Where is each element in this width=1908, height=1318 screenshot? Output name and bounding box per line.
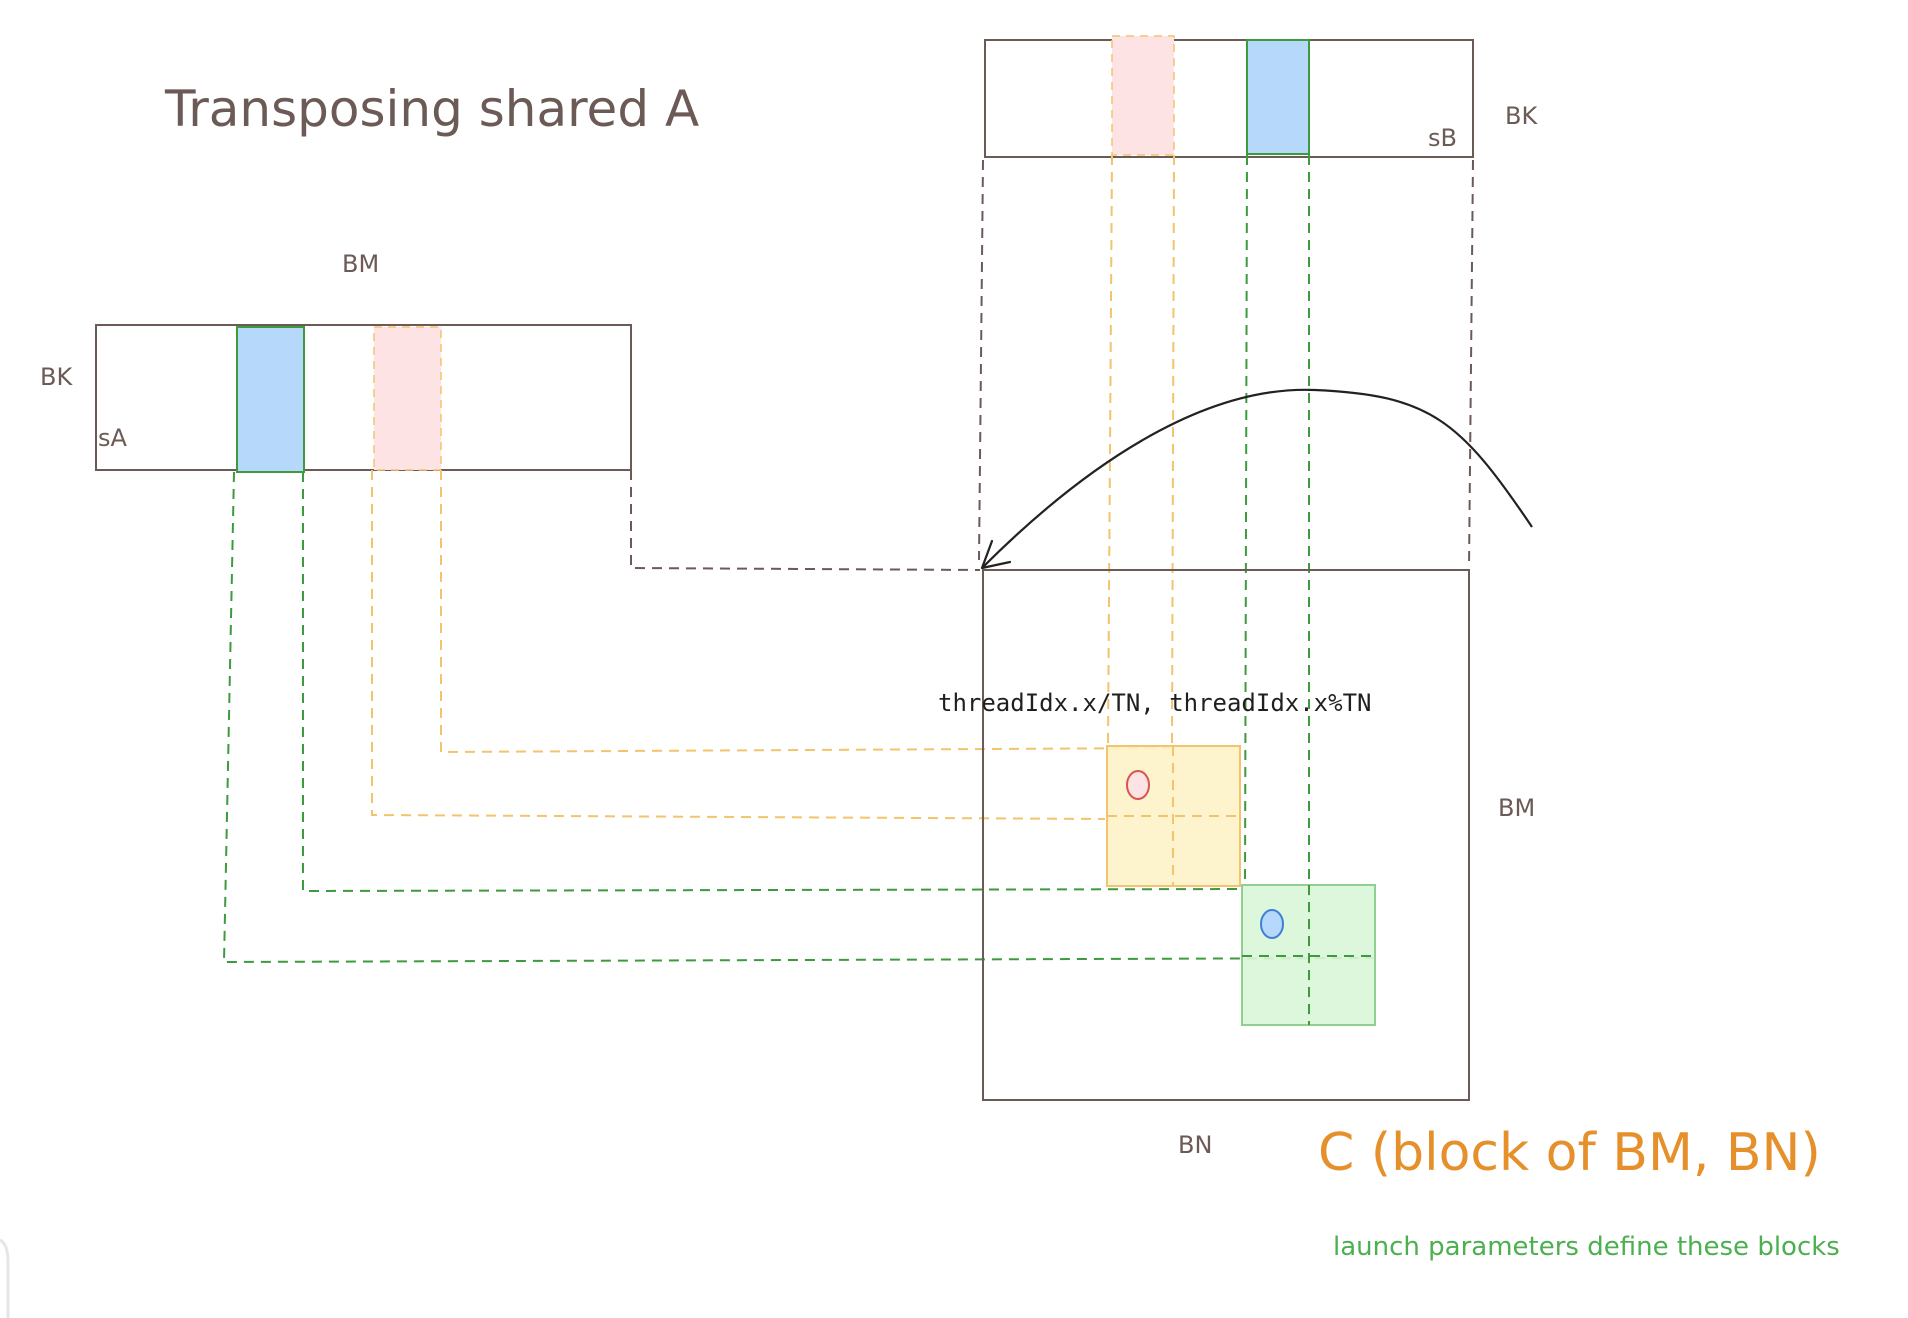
launch-note: launch parameters define these blocks: [1333, 1232, 1840, 1262]
shared-a-outline: [95, 324, 632, 471]
sb-left-drop-line: [978, 159, 984, 561]
shared-a-height-label: BK: [40, 363, 73, 391]
red-dot: [1126, 770, 1150, 800]
shared-a-blue-column: [236, 326, 305, 473]
block-c-width-label: BN: [1178, 1131, 1212, 1159]
block-c-height-label: BM: [1498, 794, 1535, 822]
curved-arrow-path: [981, 388, 1533, 569]
diagram-title: Transposing shared A: [164, 80, 699, 138]
orange-line-upper: [440, 470, 1171, 754]
green-line-upper: [302, 472, 1242, 893]
thread-index-label: threadIdx.x/TN, threadIdx.x%TN: [938, 689, 1371, 717]
shared-b-matrix: sB BK: [984, 35, 1538, 158]
sa-to-c-line: [630, 470, 981, 571]
orange-drop-right: [1171, 154, 1175, 746]
shared-a-pink-column: [373, 326, 442, 471]
shared-b-name: sB: [1428, 124, 1457, 152]
shared-b-pink-column: [1111, 35, 1175, 156]
curved-arrow: [980, 388, 1533, 570]
shared-a-name: sA: [98, 424, 128, 452]
shared-a-matrix: BM BK sA: [40, 250, 632, 473]
arrow-head-icon: [980, 539, 1012, 570]
block-c-caption: C (block of BM, BN): [1318, 1123, 1821, 1183]
blue-dot: [1260, 909, 1284, 939]
block-c: threadIdx.x/TN, threadIdx.x%TN BM BN: [938, 569, 1535, 1159]
shared-b-height-label: BK: [1505, 102, 1538, 130]
shared-b-outline: [984, 39, 1474, 158]
sb-right-drop-line: [1468, 159, 1474, 569]
shared-b-blue-column: [1246, 39, 1310, 155]
shared-a-width-label: BM: [342, 250, 379, 278]
projection-lines: [222, 154, 1474, 1025]
block-c-outline: [982, 569, 1470, 1101]
orange-drop-left: [1107, 154, 1113, 746]
corner-mark: [0, 1238, 10, 1318]
green-drop-left: [1244, 154, 1248, 886]
orange-line-lower: [371, 470, 1106, 820]
